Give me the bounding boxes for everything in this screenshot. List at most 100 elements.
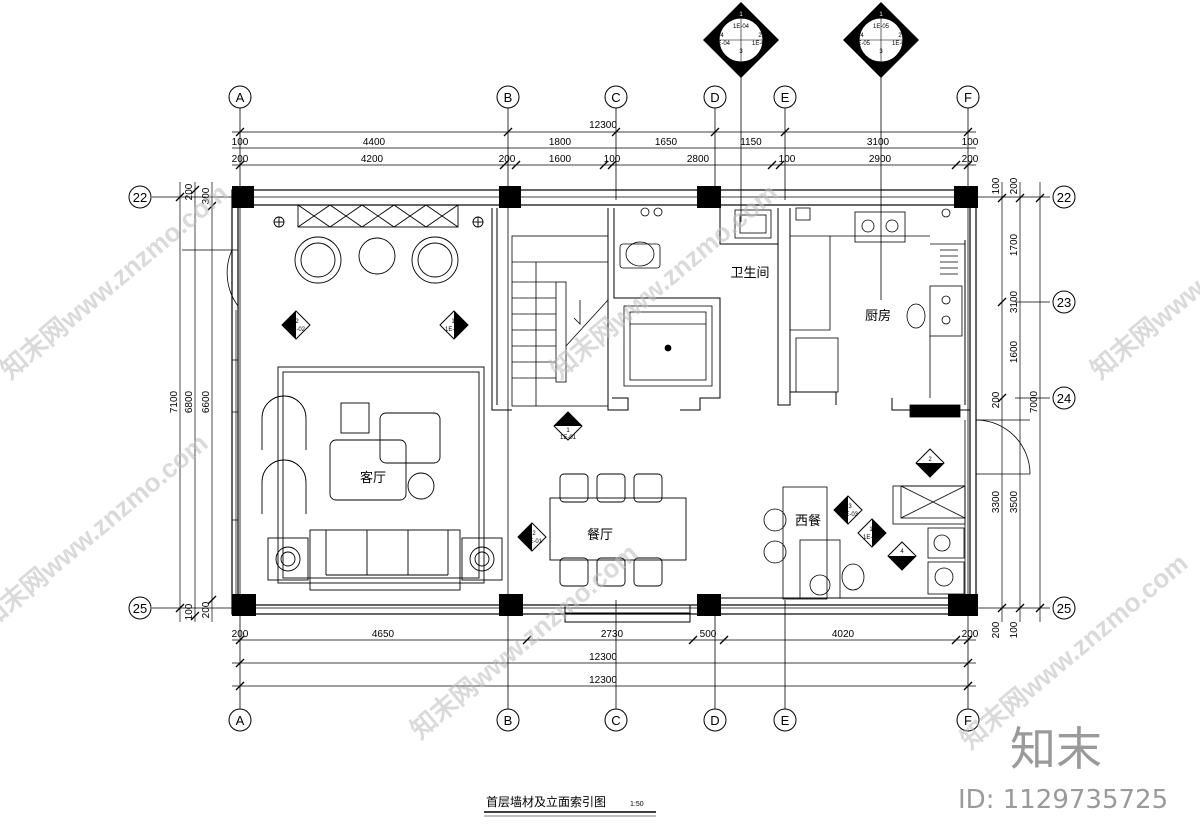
axis-bubbles-bottom <box>228 708 980 732</box>
dim-top-r2-5: 2800 <box>687 154 710 165</box>
svg-text:1E-02: 1E-02 <box>445 327 462 333</box>
axis-bubbles-rows <box>128 185 1076 620</box>
dim-top-r2-8: 200 <box>962 154 979 165</box>
svg-text:4: 4 <box>860 33 864 39</box>
svg-text:1E-03: 1E-03 <box>863 535 880 541</box>
svg-text:1E-04: 1E-04 <box>714 41 731 47</box>
drawing-scale: 1:50 <box>630 801 644 808</box>
axis-label-D-bottom: D <box>710 713 719 728</box>
dim-top-r2-4: 100 <box>604 154 621 165</box>
kitchen-fixtures <box>790 207 965 418</box>
dim-left-inner: 6600 <box>201 390 212 413</box>
axis-label-22-left: 22 <box>133 190 147 205</box>
watermark-logo: 知末 <box>1010 722 1102 776</box>
dim-bottom-4: 4020 <box>832 629 855 640</box>
room-label-bathroom: 卫生间 <box>730 265 769 280</box>
axis-label-B-top: B <box>504 90 513 105</box>
svg-text:3: 3 <box>879 49 883 55</box>
dim-bottom-3: 500 <box>700 629 717 640</box>
dim-bottom-0: 200 <box>232 629 249 640</box>
svg-text:1E-05: 1E-05 <box>892 41 909 47</box>
room-label-kitchen: 厨房 <box>865 308 891 323</box>
elevation-tag-1E02-a: 2 1E-02 <box>281 310 311 340</box>
dim-top-r1-2: 1800 <box>549 137 572 148</box>
room-label-dining: 餐厅 <box>587 527 613 542</box>
window-left <box>231 310 238 600</box>
dim-right-6: 3300 <box>991 490 1002 513</box>
dim-top-r2-7: 2900 <box>869 154 892 165</box>
drawing-title: 首层墙材及立面索引图 <box>486 794 606 809</box>
dim-right-1: 200 <box>1009 177 1020 194</box>
dim-top-total: 12300 <box>589 120 617 131</box>
axis-label-F-bottom: F <box>964 713 972 728</box>
svg-text:1: 1 <box>739 12 743 18</box>
dim-right-9: 100 <box>1009 621 1020 638</box>
svg-text:1E-03: 1E-03 <box>842 512 859 518</box>
svg-text:2: 2 <box>295 319 299 325</box>
living-furniture <box>261 204 503 591</box>
dimension-lines-bottom <box>232 635 976 691</box>
svg-text:知末网www.znzmo.com: 知末网www.znzmo.com <box>1085 177 1200 384</box>
staircase <box>511 235 609 407</box>
svg-text:1E-03: 1E-03 <box>922 464 939 470</box>
svg-text:1E-04: 1E-04 <box>752 41 769 47</box>
elevation-tag-1E02-b: 1 1E-02 <box>439 310 469 340</box>
svg-text:1E-05: 1E-05 <box>873 64 890 70</box>
svg-text:1E-01: 1E-01 <box>560 435 577 441</box>
svg-text:2: 2 <box>758 33 762 39</box>
elevation-tag-1E03-a: 2 1E-03 <box>915 448 945 478</box>
svg-text:1: 1 <box>879 12 883 18</box>
dim-top-r2-3: 1600 <box>549 154 572 165</box>
dim-right-2: 1700 <box>1009 233 1020 256</box>
exterior-walls <box>231 189 977 615</box>
svg-text:4: 4 <box>900 549 904 555</box>
svg-text:1E-05: 1E-05 <box>854 41 871 47</box>
dim-bottom-total-1: 12300 <box>589 652 617 663</box>
western-dining-fixtures <box>763 420 971 600</box>
dim-right-0: 100 <box>991 177 1002 194</box>
diamond-index-1E04: 1 1E-04 2 1E-04 3 1E-04 4 1E-04 <box>703 2 779 222</box>
room-label-living: 客厅 <box>360 470 386 485</box>
dimension-lines-top <box>232 127 976 170</box>
elevation-tag-1E03-c: 1 1E-03 <box>857 518 887 548</box>
svg-text:1E-01: 1E-01 <box>526 539 543 545</box>
axis-label-C-bottom: C <box>611 713 620 728</box>
dim-bottom-total-2: 12300 <box>589 675 617 686</box>
dim-right-5: 200 <box>991 391 1002 408</box>
svg-text:3: 3 <box>848 504 852 510</box>
dim-right-7: 3500 <box>1009 490 1020 513</box>
dim-top-r2-0: 200 <box>232 154 249 165</box>
dim-left-bottom-0: 100 <box>184 603 195 620</box>
axis-label-B-bottom: B <box>504 713 513 728</box>
dim-top-r2-2: 200 <box>499 154 516 165</box>
svg-text:1E-05: 1E-05 <box>873 24 890 30</box>
elevation-tag-1E03-d: 4 1E-03 <box>887 541 917 571</box>
svg-text:1E-04: 1E-04 <box>733 24 750 30</box>
dim-right-outer: 7000 <box>1029 390 1040 413</box>
dim-bottom-5: 200 <box>962 629 979 640</box>
svg-text:1E-02: 1E-02 <box>289 327 306 333</box>
dim-left-top-1: 300 <box>201 187 212 204</box>
axis-label-E-top: E <box>781 90 790 105</box>
dim-left-outer: 7100 <box>169 390 180 413</box>
dim-right-3: 3100 <box>1009 290 1020 313</box>
axis-label-25-right: 25 <box>1057 601 1071 616</box>
svg-text:1: 1 <box>566 428 570 434</box>
svg-text:1E-04: 1E-04 <box>733 64 750 70</box>
bathroom-fixtures <box>619 207 772 387</box>
dim-right-8: 200 <box>991 621 1002 638</box>
dimension-lines-right <box>997 182 1045 622</box>
svg-text:知末网www.znzmo.com: 知末网www.znzmo.com <box>0 427 213 634</box>
dim-left-mid: 6800 <box>184 390 195 413</box>
axis-label-C-top: C <box>611 90 620 105</box>
dim-top-r2-1: 4200 <box>361 154 384 165</box>
dim-top-r1-4: 1150 <box>740 137 762 148</box>
svg-text:1E-03: 1E-03 <box>894 558 911 564</box>
dim-bottom-2: 2730 <box>601 629 624 640</box>
axis-label-24-right: 24 <box>1057 391 1071 406</box>
dining-set <box>549 473 687 587</box>
entry-door-right <box>975 419 1031 475</box>
svg-text:知末网www.znzmo.com: 知末网www.znzmo.com <box>0 177 233 384</box>
dim-top-r2-6: 100 <box>779 154 796 165</box>
